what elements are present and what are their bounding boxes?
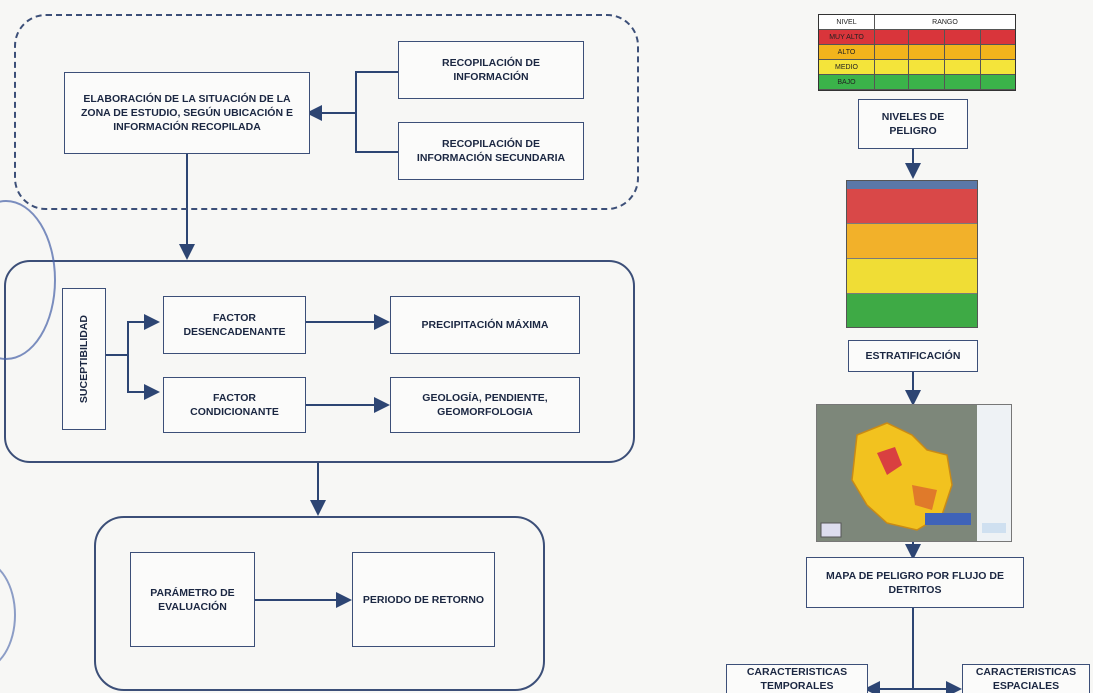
- susceptibility-container: [4, 260, 635, 463]
- stratification-band: [847, 294, 977, 327]
- factor-condicionante-box: FACTOR CONDICIONANTE: [163, 377, 306, 433]
- table-row: ALTO: [819, 45, 1015, 60]
- table-cell-nivel: BAJO: [819, 75, 875, 90]
- hazard-map-graphic: [817, 405, 1011, 541]
- stratification-band: [847, 189, 977, 224]
- info-box: ELABORACIÓN DE LA SITUACIÓN DE LA ZONA D…: [64, 72, 310, 154]
- espaciales-box: CARACTERISTICAS ESPACIALES: [962, 664, 1090, 693]
- parametro-label: PARÁMETRO DE EVALUACIÓN: [150, 586, 235, 613]
- factor-condicionante-label: FACTOR CONDICIONANTE: [190, 392, 279, 418]
- stratification-band: [847, 224, 977, 259]
- geologia-box: GEOLOGÍA, PENDIENTE, GEOMORFOLOGIA: [390, 377, 580, 433]
- table-cell-rango: [909, 75, 945, 90]
- temporales-label: CARACTERISTICAS TEMPORALES: [746, 666, 848, 692]
- info-box-label: ELABORACIÓN DE LA SITUACIÓN DE LA ZONA D…: [81, 93, 293, 133]
- susceptibilidad-label: SUCEPTIBILIDAD: [78, 314, 90, 404]
- mapa-peligro-label: MAPA DE PELIGRO POR FLUJO DE DETRITOS: [826, 569, 1004, 596]
- parametro-box: PARÁMETRO DE EVALUACIÓN: [130, 552, 255, 647]
- table-cell-rango: [945, 60, 981, 75]
- factor-desencadenante-box: FACTOR DESENCADENANTE: [163, 296, 306, 354]
- table-row: BAJO: [819, 75, 1015, 90]
- table-cell-rango: [981, 75, 1015, 90]
- info-group-container: [14, 14, 639, 210]
- table-cell-rango: [875, 75, 909, 90]
- recopilacion-secundaria-label: RECOPILACIÓN DE INFORMACIÓN SECUNDARIA: [416, 138, 566, 164]
- periodo-box: PERIODO DE RETORNO: [352, 552, 495, 647]
- estratificacion-box: ESTRATIFICACIÓN: [848, 340, 978, 372]
- recopilacion-label: RECOPILACIÓN DE INFORMACIÓN: [441, 57, 540, 83]
- hazard-map-image: [816, 404, 1012, 542]
- niveles-peligro-box: NIVELES DE PELIGRO: [858, 99, 968, 149]
- stratification-band: [847, 259, 977, 294]
- table-cell-rango: [909, 30, 945, 45]
- stratification-graphic: [846, 180, 978, 328]
- table-cell-nivel: ALTO: [819, 45, 875, 60]
- table-cell-rango: [909, 45, 945, 60]
- table-cell-rango: [945, 75, 981, 90]
- precipitacion-label: PRECIPITACIÓN MÁXIMA: [421, 319, 549, 331]
- factor-desencadenante-label: FACTOR DESENCADENANTE: [183, 312, 286, 338]
- espaciales-label: CARACTERISTICAS ESPACIALES: [975, 666, 1077, 692]
- periodo-label: PERIODO DE RETORNO: [362, 593, 485, 606]
- table-header-rango: RANGO: [875, 15, 1015, 30]
- table-cell-rango: [875, 60, 909, 75]
- table-header-nivel: NIVEL: [819, 15, 875, 30]
- table-cell-rango: [875, 30, 909, 45]
- susceptibilidad-box: SUCEPTIBILIDAD: [62, 288, 106, 430]
- precipitacion-box: PRECIPITACIÓN MÁXIMA: [390, 296, 580, 354]
- recopilacion-box: RECOPILACIÓN DE INFORMACIÓN: [398, 41, 584, 99]
- mapa-peligro-box: MAPA DE PELIGRO POR FLUJO DE DETRITOS: [806, 557, 1024, 608]
- table-cell-rango: [945, 45, 981, 60]
- table-cell-rango: [909, 60, 945, 75]
- temporales-box: CARACTERISTICAS TEMPORALES: [726, 664, 868, 693]
- table-cell-rango: [981, 60, 1015, 75]
- recopilacion-secundaria-box: RECOPILACIÓN DE INFORMACIÓN SECUNDARIA: [398, 122, 584, 180]
- geologia-label: GEOLOGÍA, PENDIENTE, GEOMORFOLOGIA: [422, 392, 548, 418]
- table-cell-rango: [875, 45, 909, 60]
- table-cell-nivel: MEDIO: [819, 60, 875, 75]
- niveles-peligro-label: NIVELES DE PELIGRO: [881, 111, 945, 137]
- table-cell-rango: [981, 30, 1015, 45]
- evaluation-container: [94, 516, 545, 691]
- table-cell-nivel: MUY ALTO: [819, 30, 875, 45]
- table-row: MUY ALTO: [819, 30, 1015, 45]
- table-cell-rango: [981, 45, 1015, 60]
- table-row: MEDIO: [819, 60, 1015, 75]
- table-cell-rango: [945, 30, 981, 45]
- estratificacion-label: ESTRATIFICACIÓN: [865, 350, 961, 362]
